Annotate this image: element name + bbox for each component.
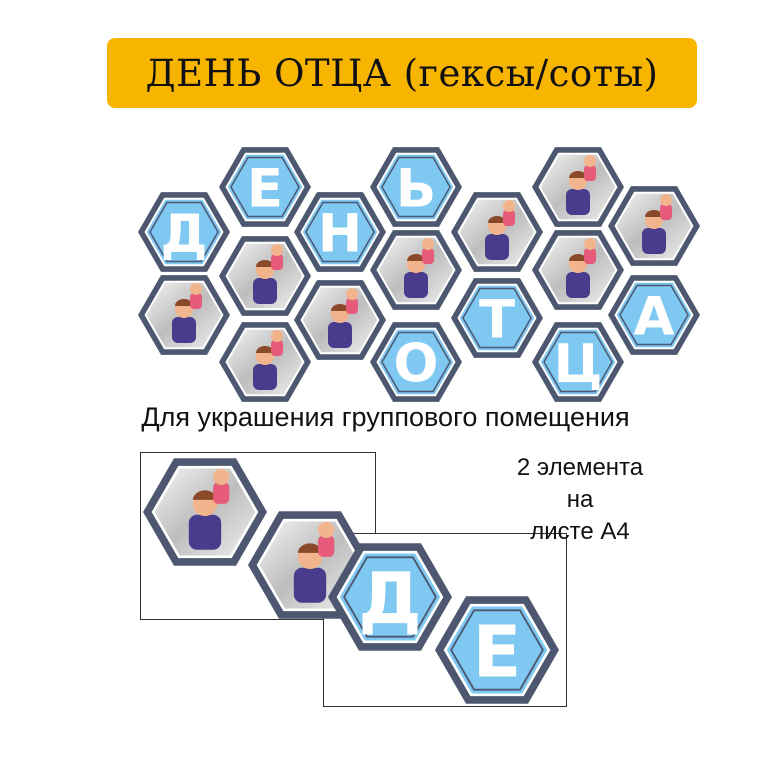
preview-hex-letter-d: Д: [328, 543, 452, 651]
father-figure-body: [566, 189, 590, 215]
father-figure-body: [642, 228, 666, 254]
svg-text:Т: Т: [479, 290, 515, 351]
svg-text:Ц: Ц: [553, 334, 602, 395]
hex-picture-flying: [294, 280, 386, 360]
hex-picture-family: [451, 192, 543, 272]
hex-letter-n: Н: [294, 192, 386, 272]
father-figure-body: [566, 272, 590, 298]
svg-text:Ь: Ь: [396, 159, 436, 220]
father-figure-body: [253, 364, 277, 390]
hex-picture-reading: [608, 186, 700, 266]
father-figure-body: [172, 317, 196, 343]
svg-text:Е: Е: [473, 611, 522, 694]
hex-picture-sitting: [138, 275, 230, 355]
hex-letter-soft-sign: Ь: [370, 147, 462, 227]
preview-hex-shoulders: [143, 458, 267, 566]
note-line: листе А4: [530, 518, 630, 545]
note-line: 2 элемента: [516, 454, 644, 481]
hex-letter-ts: Ц: [532, 322, 624, 402]
father-figure-body: [188, 514, 222, 550]
title-banner: ДЕНЬ ОТЦА (гексы/соты): [107, 38, 697, 108]
page-title: ДЕНЬ ОТЦА (гексы/соты): [145, 51, 659, 95]
svg-text:Д: Д: [358, 558, 422, 641]
hex-letter-e: Е: [219, 147, 311, 227]
preview-hex-letter-e: Е: [435, 596, 559, 704]
hex-picture-father-kids: [532, 147, 624, 227]
hex-picture-standing: [219, 322, 311, 402]
sheet-note: 2 элемента на листе А4: [480, 452, 680, 548]
hex-letter-a: А: [608, 275, 700, 355]
svg-text:Е: Е: [247, 159, 283, 220]
subtitle: Для украшения группового помещения: [141, 402, 630, 432]
hex-letter-o: О: [370, 322, 462, 402]
father-figure-body: [293, 567, 327, 603]
hex-picture-shoulders: [219, 236, 311, 316]
father-figure-body: [328, 322, 352, 348]
hex-picture-hug: [532, 230, 624, 310]
hex-letter-d: Д: [138, 192, 230, 272]
svg-text:О: О: [394, 334, 439, 395]
hex-picture-playing: [370, 230, 462, 310]
svg-text:А: А: [634, 287, 675, 348]
hex-letter-t: Т: [451, 278, 543, 358]
note-line: на: [566, 486, 594, 513]
svg-text:Н: Н: [318, 204, 362, 265]
svg-text:Д: Д: [160, 204, 207, 265]
father-figure-body: [404, 272, 428, 298]
father-figure-body: [253, 278, 277, 304]
father-figure-body: [485, 234, 509, 260]
